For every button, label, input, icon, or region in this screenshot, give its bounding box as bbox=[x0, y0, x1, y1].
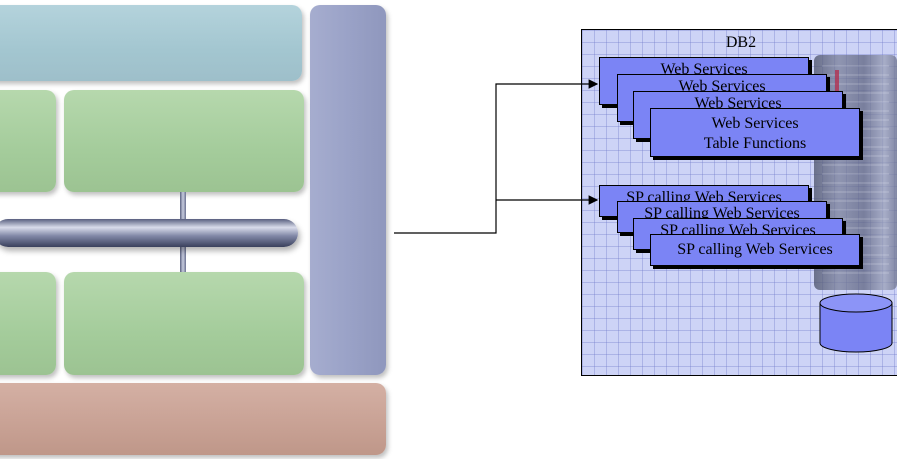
green-box-upper-right bbox=[64, 90, 304, 192]
card-label: Web Services bbox=[711, 115, 799, 132]
db2-title: DB2 bbox=[725, 34, 757, 51]
top-layer-panel bbox=[0, 5, 302, 81]
card-sublabel: Table Functions bbox=[703, 135, 807, 152]
web-services-table-functions-card: Web Services Table Functions bbox=[650, 108, 860, 157]
card-label: Web Services bbox=[694, 95, 782, 112]
green-box-lower-right bbox=[64, 272, 304, 375]
database-cylinder-icon bbox=[819, 293, 893, 353]
green-box-upper-left bbox=[0, 90, 56, 192]
card-label: SP calling Web Services bbox=[644, 205, 800, 222]
side-layer-panel bbox=[310, 5, 386, 375]
sp-calling-web-services-card: SP calling Web Services bbox=[650, 234, 860, 266]
connector-line bbox=[394, 79, 599, 234]
green-box-lower-left bbox=[0, 272, 56, 375]
pipe-bus-icon bbox=[0, 219, 298, 247]
bottom-layer-panel bbox=[0, 383, 386, 455]
card-label: SP calling Web Services bbox=[677, 241, 833, 258]
card-label: Web Services bbox=[678, 78, 766, 95]
card-label: Web Services bbox=[660, 61, 748, 78]
